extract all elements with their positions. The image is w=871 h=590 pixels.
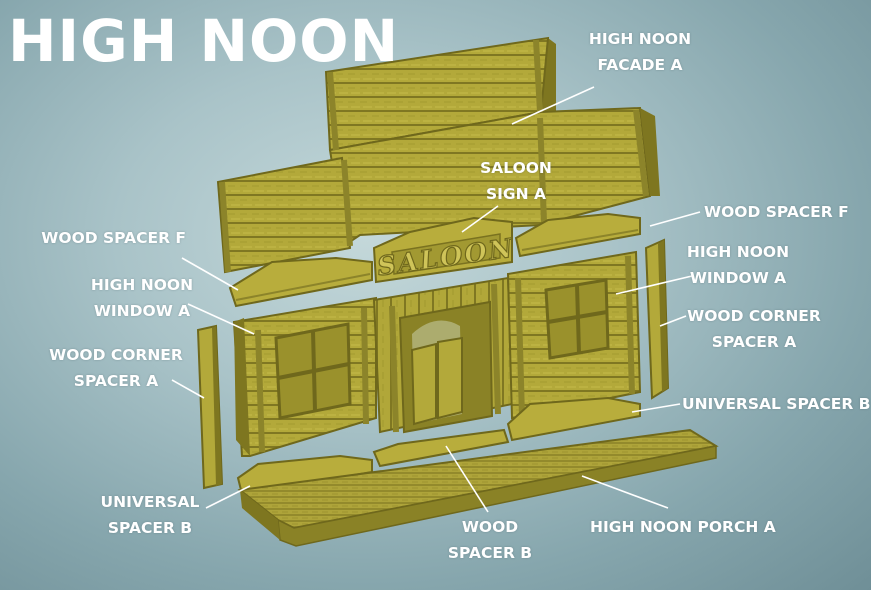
label-wood-spacer-f-right: WOOD SPACER F (704, 199, 854, 225)
corner-spacer-right-part (646, 240, 668, 398)
label-universal-spacer-b-right: UNIVERSAL SPACER B (682, 391, 862, 417)
label-wood-spacer-b: WOOD SPACER B (440, 514, 540, 566)
label-porch: HIGH NOON PORCH A (590, 514, 770, 540)
page-title: HIGH NOON (8, 12, 399, 70)
label-universal-spacer-b-left: UNIVERSAL SPACER B (94, 489, 206, 541)
corner-spacer-left-part (198, 326, 222, 488)
label-window-left: HIGH NOON WINDOW A (80, 272, 204, 324)
door-section-part (374, 278, 512, 432)
label-wood-spacer-f-left: WOOD SPACER F (40, 225, 186, 251)
label-corner-spacer-left: WOOD CORNER SPACER A (46, 342, 186, 394)
label-corner-spacer-right: WOOD CORNER SPACER A (684, 303, 824, 355)
label-saloon-sign: SALOON SIGN A (466, 155, 566, 207)
label-facade: HIGH NOON FACADE A (578, 26, 702, 78)
window-left-part (234, 298, 376, 456)
label-window-right: HIGH NOON WINDOW A (676, 239, 800, 291)
window-right-part (508, 252, 640, 418)
